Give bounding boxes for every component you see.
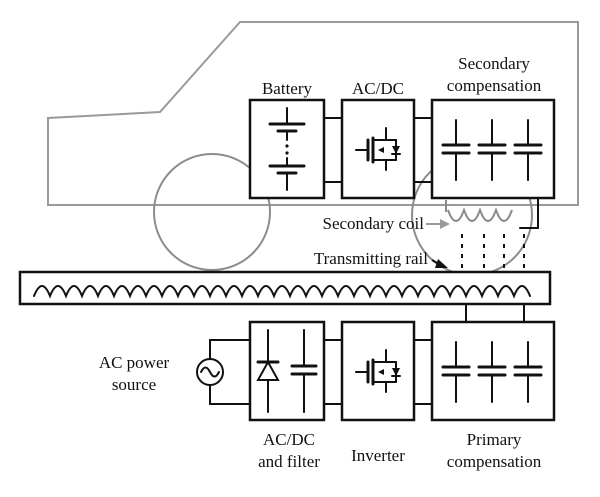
acdc-filter-box: [248, 320, 326, 422]
battery-icon: [268, 107, 306, 191]
ac-source-icon: [196, 339, 251, 405]
transmitting-rail-arrow-icon: [431, 259, 448, 268]
label-acdc-filter-1: AC/DC: [263, 430, 315, 449]
vehicle-outline: [47, 21, 579, 206]
filter-capacitor-icon: [290, 329, 318, 413]
acdc-top-box: [340, 98, 416, 200]
label-secondary-compensation-1: Secondary: [458, 54, 530, 73]
vehicle-wheel: [153, 153, 271, 271]
inverter-box: [340, 320, 416, 422]
secondary-compensation-box: [430, 98, 556, 200]
label-transmitting-rail: Transmitting rail: [314, 249, 428, 268]
secondary-coil-arrow-icon: [426, 219, 450, 229]
label-secondary-coil: Secondary coil: [323, 214, 425, 233]
label-ac-power-source-1: AC power: [99, 353, 170, 372]
label-battery: Battery: [262, 79, 313, 98]
diode-icon: [256, 329, 280, 413]
mosfet-icon-inverter: [355, 349, 401, 393]
secondary-capacitors-icon: [441, 119, 543, 181]
mosfet-icon-top: [355, 127, 401, 171]
rail-coil-icon: [33, 285, 531, 299]
label-primary-compensation-2: compensation: [447, 452, 542, 471]
label-primary-compensation-1: Primary: [467, 430, 522, 449]
label-ac-power-source-2: source: [112, 375, 156, 394]
label-acdc-filter-2: and filter: [258, 452, 320, 471]
primary-compensation-box: [430, 320, 556, 422]
label-inverter: Inverter: [351, 446, 405, 465]
secondary-coil-icon: [445, 197, 539, 229]
label-secondary-compensation-2: compensation: [447, 76, 542, 95]
label-acdc-top: AC/DC: [352, 79, 404, 98]
primary-capacitors-icon: [441, 341, 543, 403]
